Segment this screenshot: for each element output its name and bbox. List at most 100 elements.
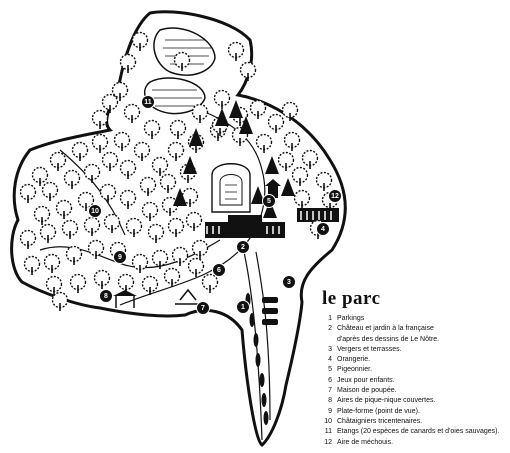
tree-icon (281, 101, 299, 121)
tree-icon (103, 213, 121, 233)
tree-icon (91, 133, 109, 153)
map-marker: 4 (316, 222, 330, 236)
map-marker-label: 5 (267, 198, 271, 205)
map-marker-label: 3 (287, 279, 291, 286)
park-boundary (10, 10, 347, 447)
tree-icon (117, 273, 135, 293)
legend-item-number: 3 (328, 345, 332, 353)
legend-item: 7 Maison de poupée. (320, 386, 510, 396)
tree-icon (191, 103, 209, 123)
tree-icon (111, 81, 129, 101)
map-marker-label: 6 (217, 267, 221, 274)
tree-icon (159, 173, 177, 193)
legend-item-text: Aires de pique-nique couvertes. (337, 397, 436, 405)
legend-item-number: 8 (328, 397, 332, 405)
tree-icon (239, 61, 257, 81)
tree-icon (41, 181, 59, 201)
tree-icon (185, 211, 203, 231)
poplar-icon (253, 333, 259, 347)
conifer-icon (263, 200, 277, 218)
tree-icon (277, 151, 295, 171)
legend-item-text: Parkings (337, 315, 365, 322)
tree-icon (143, 119, 161, 139)
conifer-icon (183, 156, 197, 174)
conifer-icon (281, 178, 295, 196)
legend-item-continuation: d'après des dessins de Le Nôtre. (337, 335, 440, 343)
map-marker: 5 (262, 194, 276, 208)
park-path (59, 149, 126, 236)
tree-icon (91, 109, 109, 129)
tree-icon (255, 133, 273, 153)
tree-icon (163, 267, 181, 287)
conifer-icon (265, 156, 279, 174)
tree-icon (119, 53, 137, 73)
tree-icon (227, 41, 245, 61)
map-marker-label: 12 (331, 193, 339, 200)
tree-icon (213, 89, 231, 109)
map-marker-label: 11 (144, 99, 152, 106)
tree-icon (19, 229, 37, 249)
map-marker: 8 (99, 289, 113, 303)
viewing-platform (175, 288, 200, 305)
tree-icon (23, 255, 41, 275)
tree-icon (55, 199, 73, 219)
tree-icon (119, 189, 137, 209)
tree-icon (61, 219, 79, 239)
legend-item-number: 7 (328, 387, 332, 395)
tree-icon (125, 217, 143, 237)
tree-icon (45, 275, 63, 295)
picnic-shelter (113, 290, 137, 308)
tree-icon (131, 31, 149, 51)
legend-item-text: Vergers et terrasses. (337, 345, 402, 353)
legend-item-text: Maison de poupée. (337, 387, 397, 395)
tree-icon (83, 216, 101, 236)
legend-item-text: Orangerie. (337, 356, 371, 364)
map-marker-label: 1 (241, 304, 245, 311)
legend-item-text: Châtaigniers tricentenaires. (337, 417, 423, 425)
tree-icon (77, 191, 95, 211)
chateau (205, 215, 285, 238)
conifer-icon (189, 128, 203, 146)
legend-item-number: 6 (328, 376, 332, 384)
map-marker: 10 (88, 204, 102, 218)
tree-icon (167, 141, 185, 161)
map-marker-label: 8 (104, 293, 108, 300)
tree-icon (101, 93, 119, 113)
tree-icon (31, 166, 49, 186)
tree-icon (71, 141, 89, 161)
tree-icon (249, 99, 267, 119)
legend-item-number: 10 (324, 417, 332, 425)
tree-layer (19, 31, 339, 425)
legend-item-text: Aire de méchouis. (337, 438, 394, 446)
legend-title: le parc (322, 288, 381, 309)
tree-icon (173, 51, 191, 71)
tree-icon (123, 103, 141, 123)
orangerie (297, 208, 339, 222)
pond (153, 27, 216, 76)
map-marker: 2 (236, 240, 250, 254)
conifer-icon (173, 188, 187, 206)
tree-icon (151, 249, 169, 269)
tree-icon (191, 239, 209, 259)
tree-icon (113, 131, 131, 151)
poplar-icon (255, 353, 261, 367)
tree-icon (51, 291, 69, 311)
tree-icon (169, 119, 187, 139)
tree-icon (315, 171, 333, 191)
tree-icon (167, 217, 185, 237)
map-marker: 1 (236, 300, 250, 314)
legend-item-number: 2 (328, 325, 332, 333)
legend-item-number: 5 (328, 366, 332, 374)
tree-icon (267, 113, 285, 133)
map-marker: 6 (212, 263, 226, 277)
tree-icon (291, 166, 309, 186)
